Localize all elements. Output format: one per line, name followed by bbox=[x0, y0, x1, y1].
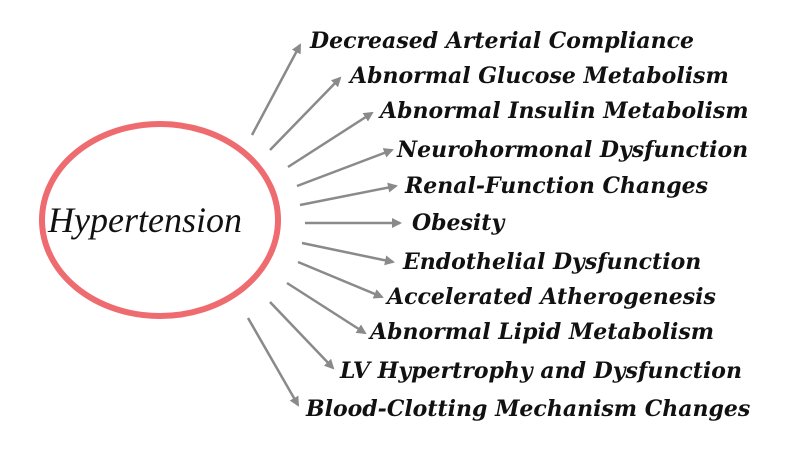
arrow bbox=[297, 260, 384, 299]
arrow bbox=[286, 281, 367, 335]
effect-label: Abnormal Glucose Metabolism bbox=[348, 63, 729, 89]
arrow bbox=[269, 301, 335, 370]
arrow bbox=[301, 241, 395, 266]
highlight-circle bbox=[39, 121, 281, 319]
effect-label: LV Hypertrophy and Dysfunction bbox=[339, 358, 742, 384]
center-title: Hypertension bbox=[47, 200, 242, 240]
arrow bbox=[299, 182, 398, 207]
effect-label: Renal-Function Changes bbox=[404, 173, 708, 199]
effect-label: Neurohormonal Dysfunction bbox=[396, 137, 748, 163]
effect-label: Abnormal Insulin Metabolism bbox=[378, 98, 749, 124]
effect-label: Abnormal Lipid Metabolism bbox=[368, 319, 714, 345]
arrow bbox=[250, 43, 302, 136]
effect-label: Endothelial Dysfunction bbox=[402, 249, 701, 275]
effect-label: Accelerated Atherogenesis bbox=[385, 284, 716, 310]
arrow bbox=[287, 111, 374, 169]
arrow bbox=[246, 317, 300, 407]
effect-label: Obesity bbox=[412, 210, 506, 236]
arrows-group bbox=[246, 43, 402, 407]
effect-label: Blood-Clotting Mechanism Changes bbox=[305, 396, 750, 422]
arrow bbox=[296, 148, 394, 188]
effect-label: Decreased Arterial Compliance bbox=[309, 28, 694, 54]
arrow bbox=[269, 76, 342, 151]
